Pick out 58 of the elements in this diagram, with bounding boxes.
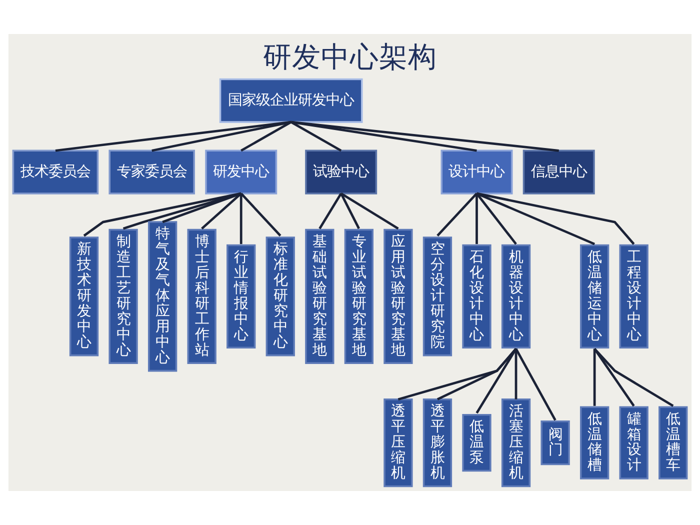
connector bbox=[436, 348, 517, 400]
node-box: 石化设计中心 bbox=[462, 244, 492, 348]
connector bbox=[594, 348, 674, 407]
connector bbox=[122, 192, 242, 230]
node-box: 专家委员会 bbox=[108, 150, 195, 194]
connector bbox=[340, 192, 360, 230]
connector bbox=[476, 192, 596, 246]
connector bbox=[514, 348, 518, 400]
node-box: 低温泵 bbox=[462, 414, 492, 472]
connector bbox=[340, 192, 399, 230]
node-box: 研发中心 bbox=[205, 150, 278, 194]
node-box: 行业情报中心 bbox=[226, 244, 256, 348]
connector bbox=[55, 120, 292, 152]
node-box: 专业试验研究基地 bbox=[344, 228, 374, 364]
connector bbox=[514, 348, 556, 421]
connector bbox=[152, 120, 292, 152]
node-box: 工程设计中心 bbox=[619, 244, 648, 348]
connector bbox=[318, 192, 342, 230]
node-box: 低温储运中心 bbox=[580, 244, 610, 348]
node-box: 活塞压缩机 bbox=[501, 398, 531, 488]
connector bbox=[594, 348, 635, 407]
connector bbox=[436, 192, 478, 237]
connector bbox=[240, 192, 282, 237]
connector bbox=[593, 348, 596, 406]
connector bbox=[476, 348, 518, 414]
node-box: 标准化研究中心 bbox=[266, 236, 295, 356]
connector bbox=[476, 193, 478, 244]
node-box: 低温槽车 bbox=[658, 406, 688, 480]
node-box: 新技术研发中心 bbox=[69, 236, 99, 356]
connector bbox=[290, 120, 559, 152]
node-box: 罐箱设计 bbox=[619, 406, 648, 480]
node-box: 制造工艺研究中心 bbox=[108, 228, 138, 364]
connector bbox=[201, 192, 242, 230]
node-box: 透平压缩机 bbox=[384, 398, 413, 488]
diagram-title: 研发中心架构 bbox=[263, 39, 437, 74]
node-box: 设计中心 bbox=[440, 150, 513, 194]
connector bbox=[83, 192, 242, 237]
node-box: 应用试验研究基地 bbox=[384, 228, 413, 364]
node-box: 基础试验研究基地 bbox=[305, 228, 334, 364]
connector bbox=[476, 192, 635, 245]
connector bbox=[476, 192, 517, 245]
node-box: 低温储槽 bbox=[580, 406, 610, 480]
connector bbox=[240, 193, 242, 244]
connector bbox=[290, 121, 342, 152]
node-box: 国家级企业研发中心 bbox=[219, 78, 363, 123]
node-box: 透平膨胀机 bbox=[422, 398, 452, 488]
node-box: 空分设计研究院 bbox=[422, 236, 452, 356]
node-box: 特气及气体应用中心 bbox=[148, 221, 178, 372]
node-box: 博士后科研工作站 bbox=[187, 228, 216, 364]
connector bbox=[162, 192, 242, 224]
node-box: 技术委员会 bbox=[12, 150, 99, 194]
node-box: 试验中心 bbox=[305, 150, 378, 194]
connector bbox=[290, 120, 477, 152]
connector bbox=[398, 348, 517, 400]
connector bbox=[240, 121, 292, 152]
node-box: 信息中心 bbox=[522, 150, 595, 194]
node-box: 阀门 bbox=[540, 420, 570, 466]
node-box: 机器设计中心 bbox=[501, 244, 531, 348]
